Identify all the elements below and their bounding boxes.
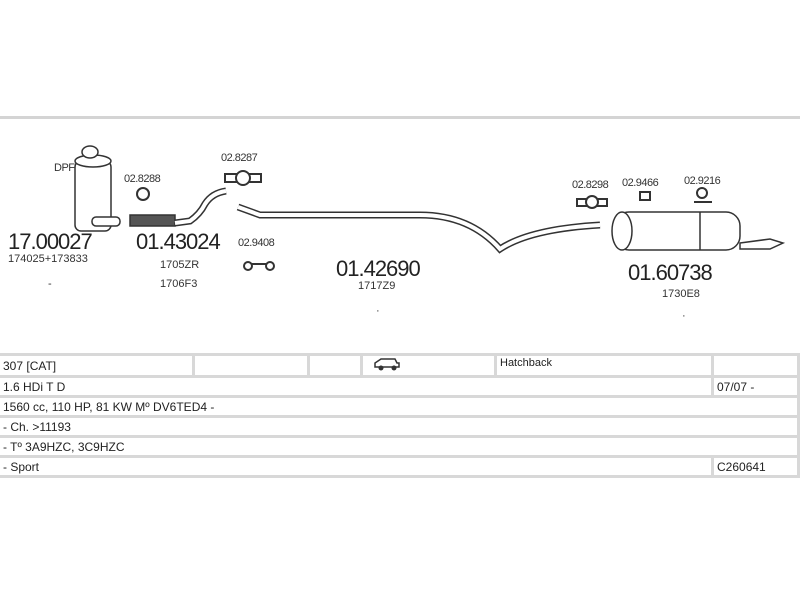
model: 307 [CAT] [0, 353, 195, 378]
divider [0, 116, 800, 119]
accessory-code[interactable]: 02.9466 [622, 177, 659, 189]
accessory-code[interactable]: 02.9216 [684, 175, 721, 187]
chassis: - Ch. >11193 [0, 415, 800, 438]
clamp-icon[interactable] [224, 170, 262, 186]
part-subcode: 1717Z9 [358, 280, 395, 292]
car-icon [374, 358, 400, 371]
dpf-label: DPF [54, 162, 75, 174]
part-number[interactable]: 01.42690 [336, 256, 422, 281]
date-range: 07/07 - [712, 375, 800, 398]
version: - Sport [0, 455, 714, 478]
part-subcode: 1705ZR [160, 259, 199, 271]
engine-type: - Tº 3A9HZC, 3C9HZC [0, 435, 800, 458]
rear-muffler-part[interactable] [611, 211, 786, 251]
part-number[interactable]: 01.60738 [628, 260, 714, 285]
empty-cell [193, 353, 310, 378]
engine: 1.6 HDi T D [0, 375, 714, 398]
body-icon-cell [361, 353, 497, 378]
part-subcode: 1730E8 [662, 288, 700, 300]
dot: · [682, 310, 686, 322]
empty-cell [308, 353, 363, 378]
empty-cell [712, 353, 800, 378]
accessory-code[interactable]: 02.8287 [221, 152, 258, 164]
bracket-icon[interactable] [639, 191, 651, 201]
part-subcode: 174025+173833 [8, 253, 88, 265]
exhaust-diagram: DPF 17.00027 174025+173833 - 01.43024 17… [8, 145, 786, 322]
engine-spec: 1560 cc, 110 HP, 81 KW Mº DV6TED4 - [0, 395, 800, 418]
dpf-part[interactable] [74, 145, 121, 232]
accessory-code[interactable]: 02.8288 [124, 173, 161, 185]
middle-pipe-part[interactable] [236, 203, 601, 254]
hanger-icon[interactable] [694, 187, 712, 203]
accessory-code[interactable]: 02.8298 [572, 179, 609, 191]
part-number[interactable]: 17.00027 [8, 229, 94, 254]
hanger-icon[interactable] [243, 261, 275, 271]
clamp-icon[interactable] [136, 187, 150, 201]
reference: C260641 [712, 455, 800, 478]
flex-pipe-part[interactable] [129, 187, 227, 227]
dot: - [48, 278, 52, 290]
body-type: Hatchback [495, 353, 714, 378]
part-subcode: 1706F3 [160, 278, 197, 290]
accessory-code[interactable]: 02.9408 [238, 237, 275, 249]
dot: · [376, 305, 380, 317]
part-number[interactable]: 01.43024 [136, 229, 222, 254]
vehicle-info-table: 307 [CAT] Hatchback 1.6 HDi T D 07/07 - … [0, 353, 800, 478]
clamp-icon[interactable] [576, 195, 608, 209]
